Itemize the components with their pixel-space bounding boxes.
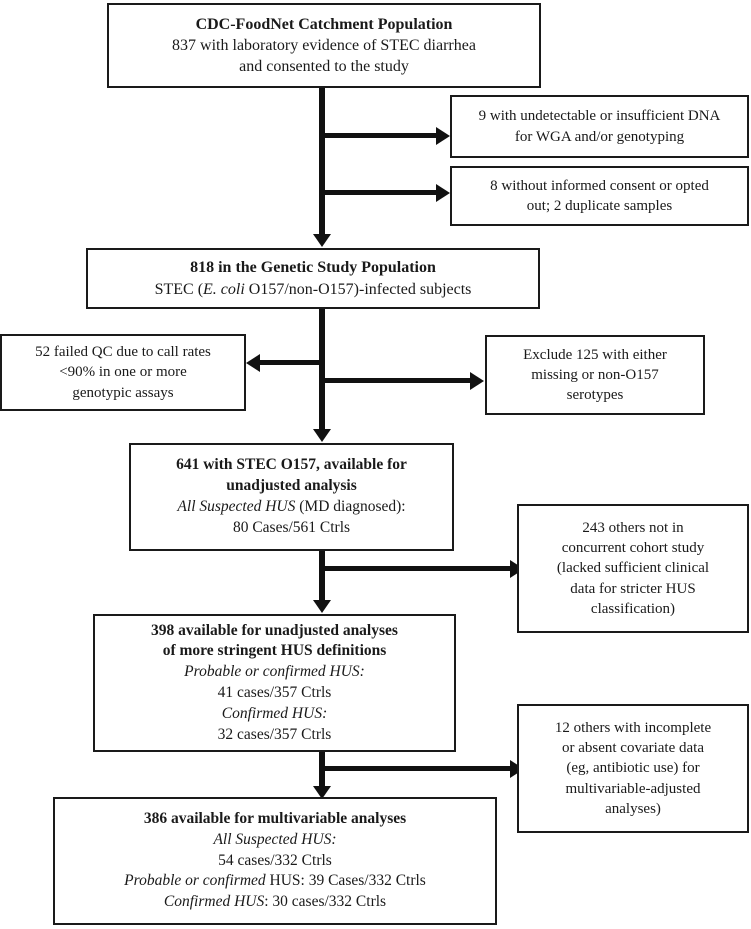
box-exclusion-covariate: 12 others with incomplete or absent cova…: [517, 704, 749, 833]
unadjusted-stringent-def-2: Confirmed HUS:: [221, 704, 328, 722]
box-stec-o157-unadjusted: 641 with STEC O157, available for unadju…: [129, 443, 454, 551]
arrowhead-to-excl-qc: [246, 354, 260, 372]
connector-branch-serotype: [322, 378, 472, 383]
genetic-population-sub-italic: E. coli: [203, 280, 245, 298]
connector-branch-dna: [322, 133, 438, 138]
excl-qc-line-2: <90% in one or more: [59, 364, 187, 381]
genetic-population-subtitle: STEC (E. coli O157/non-O157)-infected su…: [88, 279, 538, 300]
connector-branch-covariate: [322, 766, 512, 771]
excl-dna-line-1: 9 with undetectable or insufficient DNA: [478, 108, 721, 125]
stec-o157-def-rest: (MD diagnosed):: [295, 498, 406, 515]
excl-serotype-line-2: missing or non-O157: [531, 366, 659, 383]
unadjusted-stringent-def-1: Probable or confirmed HUS:: [184, 663, 365, 681]
stec-o157-title-1: 641 with STEC O157, available for: [176, 456, 407, 474]
excl-qc-line-3: genotypic assays: [72, 384, 174, 401]
arrowhead-to-unadjusted-stringent: [313, 600, 331, 613]
arrowhead-to-excl-consent: [436, 184, 450, 202]
multivariable-def-2-row: Probable or confirmed HUS: 39 Cases/332 …: [55, 871, 495, 892]
genetic-population-sub-pre: STEC (: [154, 280, 204, 298]
catchment-line-2: 837 with laboratory evidence of STEC dia…: [172, 36, 476, 54]
excl-covariate-line-2: or absent covariate data: [561, 740, 704, 757]
excl-cohort-line-3: (lacked sufficient clinical: [556, 560, 710, 577]
box-exclusion-consent: 8 without informed consent or opted out;…: [450, 166, 749, 226]
multivariable-def-3-rest: : 30 cases/332 Ctrls: [264, 893, 387, 911]
unadjusted-stringent-counts-1: 41 cases/357 Ctrls: [217, 684, 332, 701]
excl-cohort-line-4: data for stricter HUS: [570, 580, 696, 597]
stec-o157-def-italic: All Suspected HUS: [177, 498, 296, 515]
excl-consent-line-1: 8 without informed consent or opted: [490, 177, 709, 194]
connector-trunk-1: [319, 88, 325, 236]
box-catchment-population: CDC-FoodNet Catchment Population 837 wit…: [107, 3, 541, 88]
box-exclusion-qc: 52 failed QC due to call rates <90% in o…: [0, 334, 246, 411]
box-genetic-study-population: 818 in the Genetic Study Population STEC…: [86, 248, 540, 309]
excl-cohort-line-1: 243 others not in: [582, 520, 684, 537]
genetic-population-sub-post: O157/non-O157)-infected subjects: [244, 280, 472, 298]
catchment-line-3: and consented to the study: [239, 58, 409, 76]
multivariable-def-1: All Suspected HUS:: [213, 830, 337, 848]
connector-branch-cohort: [322, 566, 512, 571]
excl-serotype-line-3: serotypes: [566, 387, 624, 404]
excl-cohort-line-5: classification): [590, 600, 676, 617]
excl-covariate-line-1: 12 others with incomplete: [554, 720, 712, 737]
connector-branch-consent: [322, 190, 438, 195]
arrowhead-to-excl-dna: [436, 127, 450, 145]
genetic-population-title: 818 in the Genetic Study Population: [190, 259, 436, 277]
connector-branch-qc: [260, 360, 322, 365]
multivariable-title: 386 available for multivariable analyses: [143, 810, 407, 827]
arrowhead-to-stec-o157: [313, 429, 331, 442]
multivariable-def-3-row: Confirmed HUS: 30 cases/332 Ctrls: [55, 892, 495, 913]
arrowhead-to-multivariable: [313, 786, 331, 799]
excl-dna-line-2: for WGA and/or genotyping: [514, 128, 685, 145]
unadjusted-stringent-counts-2: 32 cases/357 Ctrls: [217, 725, 332, 743]
unadjusted-stringent-title-1: 398 available for unadjusted analyses: [151, 621, 398, 639]
box-exclusion-cohort: 243 others not in concurrent cohort stud…: [517, 504, 749, 633]
catchment-title: CDC-FoodNet Catchment Population: [195, 15, 453, 33]
excl-covariate-line-4: multivariable-adjusted: [565, 780, 701, 797]
box-multivariable: 386 available for multivariable analyses…: [53, 797, 497, 925]
excl-consent-line-2: out; 2 duplicate samples: [526, 198, 673, 214]
arrowhead-to-genetic-population: [313, 234, 331, 247]
box-exclusion-serotype: Exclude 125 with either missing or non-O…: [485, 335, 705, 415]
excl-qc-line-1: 52 failed QC due to call rates: [35, 344, 211, 361]
connector-trunk-3: [319, 551, 325, 602]
box-unadjusted-stringent: 398 available for unadjusted analyses of…: [93, 614, 456, 752]
stec-o157-title-2: unadjusted analysis: [226, 477, 357, 495]
excl-covariate-line-5: analyses): [605, 800, 661, 817]
excl-cohort-line-2: concurrent cohort study: [561, 540, 705, 557]
connector-trunk-2: [319, 309, 325, 431]
arrowhead-to-excl-serotype: [470, 372, 484, 390]
stec-o157-counts: 80 Cases/561 Ctrls: [232, 518, 351, 536]
multivariable-counts-1: 54 cases/332 Ctrls: [218, 851, 332, 869]
excl-covariate-line-3: (eg, antibiotic use) for: [566, 760, 700, 777]
multivariable-def-2-italic: Probable or confirmed: [124, 872, 266, 890]
stec-o157-definition: All Suspected HUS (MD diagnosed):: [131, 497, 452, 518]
excl-serotype-line-1: Exclude 125 with either: [523, 346, 667, 363]
box-exclusion-dna: 9 with undetectable or insufficient DNA …: [450, 95, 749, 158]
multivariable-def-2-rest: HUS: 39 Cases/332 Ctrls: [265, 872, 426, 890]
multivariable-def-3-italic: Confirmed HUS: [163, 893, 265, 911]
unadjusted-stringent-title-2: of more stringent HUS definitions: [162, 642, 387, 660]
